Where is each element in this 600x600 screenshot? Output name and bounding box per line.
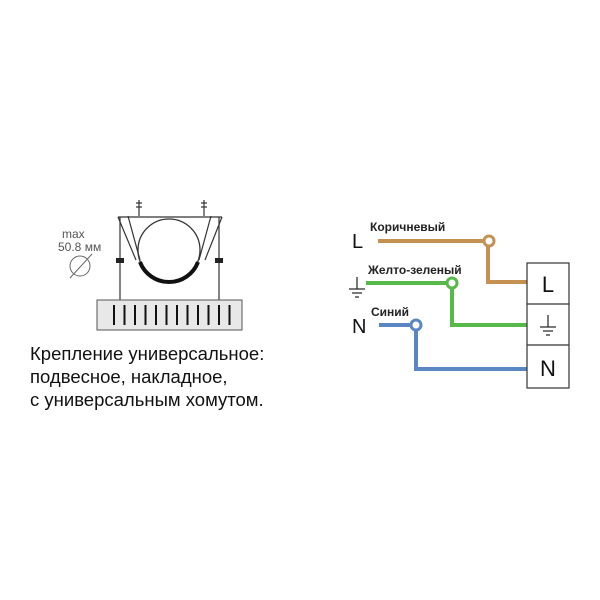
green-junction: [445, 276, 459, 290]
mounting-caption: Крепление универсальное: подвесное, накл…: [30, 342, 330, 411]
caption-line-3: с универсальным хомутом.: [30, 389, 264, 410]
green-wire: [366, 281, 527, 327]
live-symbol: L: [352, 231, 363, 253]
pipe-clamp: [127, 215, 212, 284]
yellow-green-wire-label: Желто-зеленый: [367, 263, 462, 277]
terminal-live: L: [542, 272, 554, 297]
vent-grille: [96, 299, 243, 331]
neutral-symbol: N: [352, 316, 366, 338]
terminal-neutral: N: [540, 356, 556, 381]
brown-junction: [482, 234, 496, 248]
blue-junction: [409, 318, 423, 332]
clamp-screws: [116, 258, 223, 263]
diameter-symbol-icon: [69, 253, 93, 279]
caption-line-1: Крепление универсальное:: [30, 343, 265, 364]
terminal-ground-icon: [540, 315, 556, 336]
blue-wire: [379, 323, 527, 371]
suspension-hangers: [117, 200, 223, 300]
ground-icon: [349, 277, 365, 298]
caption-line-2: подвесное, накладное,: [30, 366, 228, 387]
brown-wire-label: Коричневый: [370, 220, 445, 234]
blue-wire-label: Синий: [371, 305, 409, 319]
brown-wire: [378, 239, 527, 284]
diameter-label: 50.8 мм: [58, 240, 101, 254]
max-label: max: [62, 227, 85, 241]
